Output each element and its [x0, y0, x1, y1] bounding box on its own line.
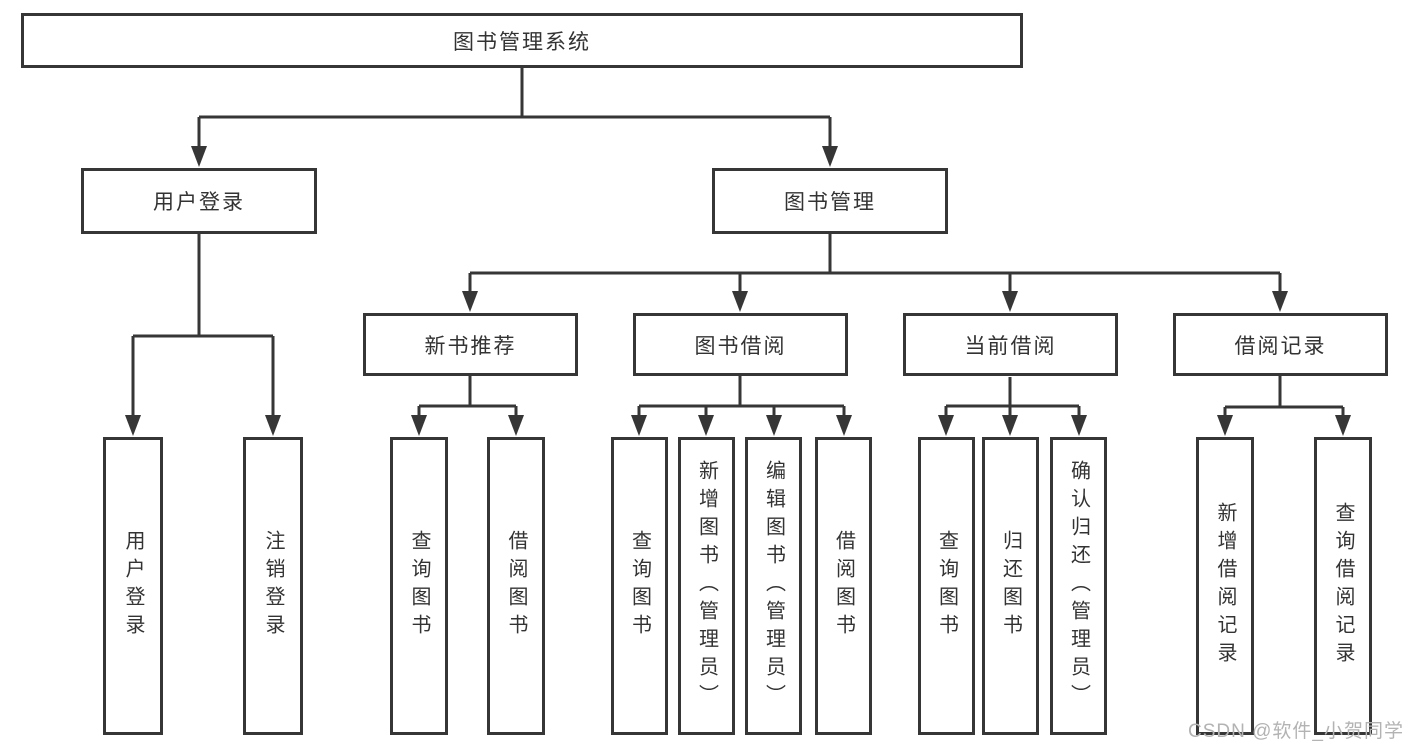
leaf-borrow-books-new: 借阅图书 — [487, 437, 545, 735]
leaf-query-books-new: 查询图书 — [390, 437, 448, 735]
node-borrowing-records: 借阅记录 — [1173, 313, 1388, 376]
leaf-query-books-current: 查询图书 — [918, 437, 975, 735]
arrowheads — [125, 146, 1351, 436]
leaf-confirm-return-admin: 确认归还（管理员） — [1050, 437, 1107, 735]
node-book-management: 图书管理 — [712, 168, 948, 234]
leaf-edit-book-admin: 编辑图书（管理员） — [745, 437, 802, 735]
leaf-logout: 注销登录 — [243, 437, 303, 735]
node-current-borrowing: 当前借阅 — [903, 313, 1118, 376]
leaf-return-books: 归还图书 — [982, 437, 1039, 735]
leaf-query-borrow-record: 查询借阅记录 — [1314, 437, 1372, 735]
node-new-book-recommend: 新书推荐 — [363, 313, 578, 376]
leaf-borrow-books-borrow: 借阅图书 — [815, 437, 872, 735]
leaf-add-borrow-record: 新增借阅记录 — [1196, 437, 1254, 735]
leaf-query-books-borrow: 查询图书 — [611, 437, 668, 735]
node-library-management-system: 图书管理系统 — [21, 13, 1023, 68]
node-user-login: 用户登录 — [81, 168, 317, 234]
leaf-user-login: 用户登录 — [103, 437, 163, 735]
csdn-watermark: CSDN @软件_小贺同学 — [1188, 721, 1404, 742]
leaf-add-book-admin: 新增图书（管理员） — [678, 437, 735, 735]
node-book-borrowing: 图书借阅 — [633, 313, 848, 376]
